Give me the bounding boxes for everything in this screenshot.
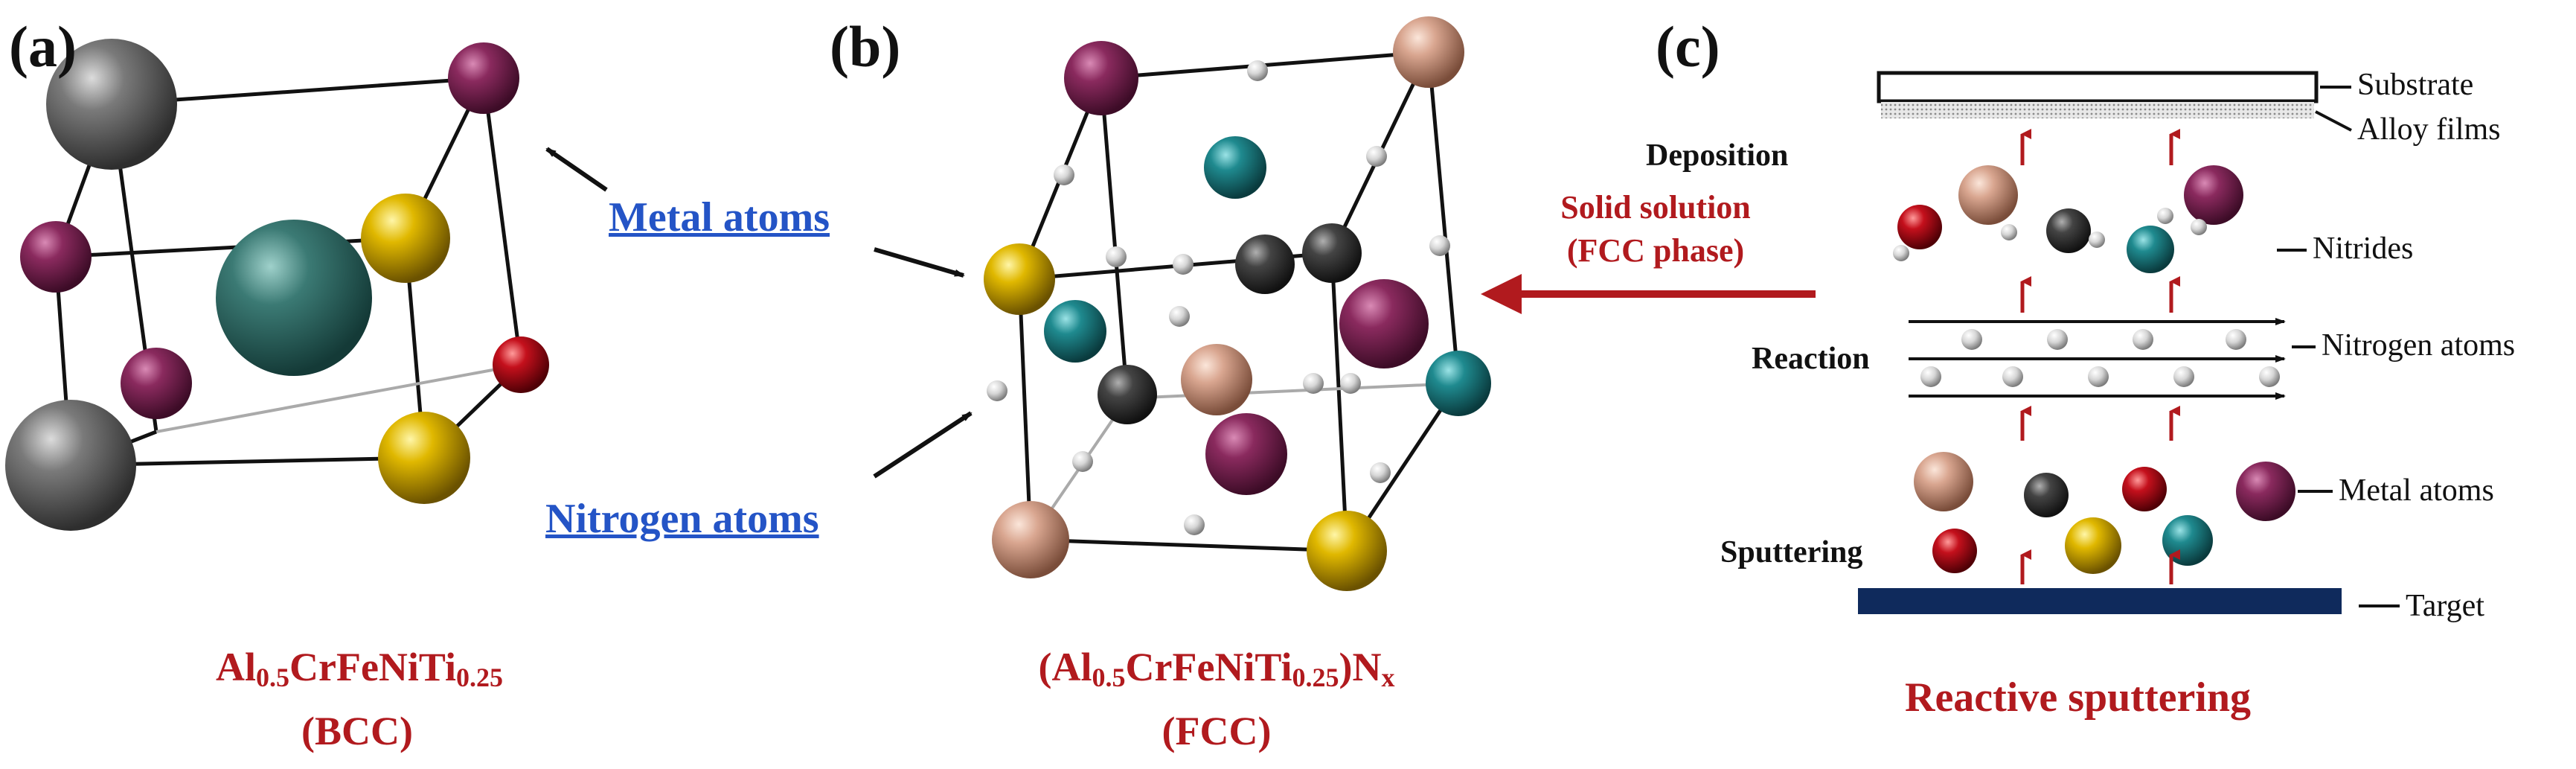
substrate <box>1877 71 2319 103</box>
atom-gray <box>5 400 136 531</box>
stage-reaction: Reaction <box>1752 342 1870 376</box>
atom-purple <box>1339 279 1429 368</box>
atom-dark <box>1098 365 1157 424</box>
panel-label-b: (b) <box>830 14 901 79</box>
stage-sputtering: Sputtering <box>1720 535 1863 569</box>
formula-b: (Al0.5CrFeNiTi0.25)Nx (FCC) <box>993 640 1440 758</box>
formula-a: Al0.5CrFeNiTi0.25 (BCC) <box>216 640 503 758</box>
label-nitrogen-atoms: Nitrogen atoms <box>2322 328 2516 363</box>
nitrogen-atoms-callout: Nitrogen atoms <box>545 496 819 542</box>
atom-purple <box>448 42 519 114</box>
atom-teal <box>1044 300 1106 363</box>
atom-red <box>493 336 549 393</box>
atom-purple <box>1064 41 1138 115</box>
solid-solution-label: Solid solution (FCC phase) <box>1560 189 1751 269</box>
atom-dark <box>1302 223 1362 283</box>
atom-dark <box>1235 234 1295 294</box>
atom-peach <box>992 501 1069 578</box>
atom-peach <box>1181 344 1252 415</box>
label-metal-atoms: Metal atoms <box>2339 473 2494 508</box>
panel-label-a: (a) <box>9 14 77 79</box>
phase-b: (FCC) <box>1162 709 1272 753</box>
label-alloy-films: Alloy films <box>2357 112 2501 147</box>
phase-a: (BCC) <box>301 709 413 753</box>
fcc-unit-cell <box>984 16 1491 591</box>
atom-purple <box>121 348 192 419</box>
atom-gold <box>378 412 470 504</box>
callout-arrow-nitrogen <box>873 411 973 479</box>
callout-arrow-metal <box>874 247 965 278</box>
reactive-sputtering-title: Reactive sputtering <box>1905 674 2252 721</box>
atom-gray <box>46 39 177 170</box>
atom-gold <box>361 194 450 283</box>
bcc-unit-cell <box>5 39 549 531</box>
alloy-film <box>1881 102 2314 118</box>
atom-purple <box>1205 413 1287 495</box>
panel-label-c: (c) <box>1656 14 1720 79</box>
atom-teal-center <box>216 220 372 376</box>
callout-arrow-a <box>545 147 608 192</box>
atom-peach <box>1393 16 1464 88</box>
atom-purple <box>20 221 92 293</box>
atom-teal <box>1426 351 1491 416</box>
label-target: Target <box>2406 589 2484 623</box>
solid-solution-arrowhead <box>1481 274 1522 314</box>
nitrogen-atoms-cell <box>987 60 1450 535</box>
atom-gold <box>984 243 1055 315</box>
label-substrate: Substrate <box>2357 68 2474 102</box>
atom-gold <box>1307 511 1387 591</box>
atom-teal <box>1204 136 1266 199</box>
target <box>1858 588 2342 614</box>
label-nitrides: Nitrides <box>2313 232 2414 266</box>
metal-atoms-callout: Metal atoms <box>609 194 830 240</box>
reactive-sputtering-schematic <box>1858 71 2400 614</box>
stage-deposition: Deposition <box>1646 138 1789 173</box>
